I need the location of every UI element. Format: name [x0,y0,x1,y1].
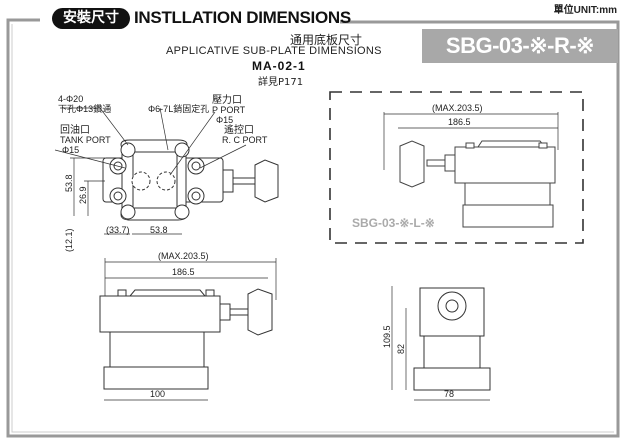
left-variant-dashed-box [329,91,584,244]
pin-hole-label: Φ6-7L銷固定孔 [148,103,209,114]
p-port-en-label: P PORT [212,105,246,115]
front-view-drawing [413,287,491,391]
subplate-title-en: APPLICATIVE SUB-PLATE DIMENSIONS [166,45,382,57]
left-dim-max: (MAX.203.5) [432,103,483,113]
dim-width-53-8: 53.8 [150,225,168,235]
top-view-drawing [102,139,279,221]
front-dim-total-height: 109.5 [382,325,392,348]
front-view-dimension-lines [391,286,490,401]
bolt-holes-label: 4-Φ20 [58,94,83,104]
subplate-model: MA-02-1 [252,59,306,73]
rc-port-en-label: R. C PORT [222,135,268,145]
outer-frame [6,18,620,438]
left-variant-drawing [399,140,556,228]
subplate-title-cn: 通用底板尺寸 [290,33,363,47]
left-dim-length: 186.5 [448,117,471,127]
dim-left-33-7: (33.7) [106,225,130,235]
bolt-through-label: 下孔Φ13鑽通 [58,103,111,114]
side-dim-length: 186.5 [172,267,195,277]
front-dim-height: 82 [396,344,406,354]
side-view-drawing [99,288,273,390]
side-view-dimension-lines [104,258,277,401]
side-dim-max: (MAX.203.5) [158,251,209,261]
p-port-dia-label: Φ15 [216,115,233,125]
dim-offset-12-1: (12.1) [64,228,74,252]
side-dim-base: 100 [150,389,165,399]
page-title: INSTLLATION DIMENSIONS [134,8,351,27]
left-variant-model: SBG-03-※-L-※ [352,216,435,230]
see-page-reference: 詳見P171 [258,77,304,88]
tank-port-dia-label: Φ15 [62,145,79,155]
dim-half-26-9: 26.9 [78,186,88,204]
dim-height-53-8: 53.8 [64,174,74,192]
p-port-cn-label: 壓力口 [212,93,242,106]
front-dim-width: 78 [444,389,454,399]
rc-port-cn-label: 遙控口 [224,123,254,136]
tank-port-en-label: TANK PORT [60,135,111,145]
tank-port-cn-label: 回油口 [60,123,90,136]
installation-badge: 安裝尺寸 [52,8,130,29]
left-variant-dimension-lines [383,112,559,170]
top-view-leaders [54,107,247,235]
model-banner: SBG-03-※-R-※ [422,29,618,63]
frame-inner-line [11,24,614,433]
unit-label: 單位UNIT:mm [553,5,617,16]
